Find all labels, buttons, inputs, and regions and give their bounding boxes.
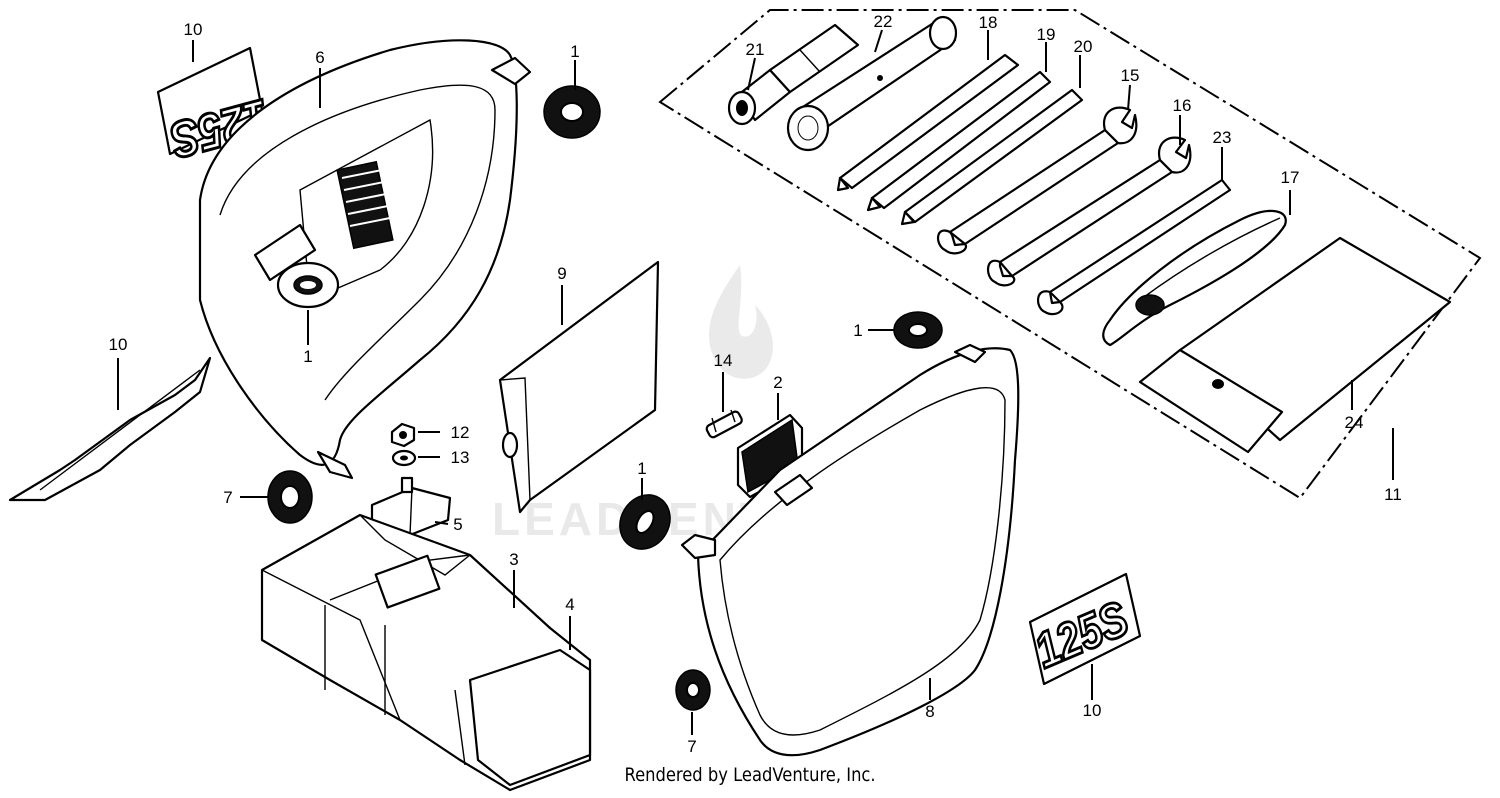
callout-14: 14 xyxy=(714,351,733,370)
callout-7-bottom: 7 xyxy=(687,737,696,756)
grommet-top xyxy=(543,85,601,139)
washer-13 xyxy=(391,449,417,467)
callout-13: 13 xyxy=(451,448,470,467)
callout-22: 22 xyxy=(874,12,893,31)
battery-case xyxy=(260,513,592,792)
callout-9: 9 xyxy=(557,264,566,283)
nut-12 xyxy=(390,422,416,448)
socket-wrench-21 xyxy=(727,23,860,126)
screwdriver-19 xyxy=(866,70,1052,212)
callout-23: 23 xyxy=(1213,128,1232,147)
callout-11: 11 xyxy=(1384,485,1402,504)
fuse xyxy=(705,409,743,439)
callout-1-right: 1 xyxy=(853,321,862,340)
callout-5: 5 xyxy=(453,515,462,534)
grommet-right xyxy=(893,311,943,349)
callout-3: 3 xyxy=(509,550,518,569)
callout-15: 15 xyxy=(1121,66,1140,85)
tool-kit-boundary xyxy=(658,9,1482,500)
callout-10-left: 10 xyxy=(109,335,128,354)
box-wrench-22 xyxy=(786,15,958,152)
wrench-16 xyxy=(987,136,1192,287)
callout-4: 4 xyxy=(565,595,574,614)
battery-bracket xyxy=(370,476,452,537)
wrench-15 xyxy=(937,106,1138,255)
leader-lines xyxy=(117,29,1394,735)
grommet-middle xyxy=(619,494,671,550)
callout-18: 18 xyxy=(979,13,998,32)
callout-labels: 10 6 1 1 10 7 12 13 5 3 4 9 14 2 1 7 1 8… xyxy=(109,12,1402,756)
callout-2: 2 xyxy=(773,373,782,392)
flame-logo xyxy=(709,265,773,379)
callout-24: 24 xyxy=(1345,413,1364,432)
callout-16: 16 xyxy=(1173,96,1192,115)
callout-20: 20 xyxy=(1074,37,1093,56)
grommet-7-bottom xyxy=(675,669,711,711)
callout-8: 8 xyxy=(925,702,934,721)
callout-21: 21 xyxy=(746,40,765,59)
pliers-17 xyxy=(1102,209,1287,347)
decal-strip-left xyxy=(8,356,212,502)
tool-bag-24 xyxy=(1138,236,1452,454)
grommet-7-left xyxy=(267,470,313,524)
callout-1-top: 1 xyxy=(570,42,579,61)
callout-17: 17 xyxy=(1281,168,1300,187)
side-cover-right xyxy=(680,343,1020,757)
callout-19: 19 xyxy=(1037,25,1056,44)
screwdriver-18 xyxy=(836,53,1020,192)
emblem-125s-bottom: 125S xyxy=(1025,572,1142,686)
callout-6: 6 xyxy=(315,48,324,67)
tool-bag xyxy=(498,260,660,514)
footer-text: Rendered by LeadVenture, Inc. xyxy=(624,764,876,786)
callout-1-middle: 1 xyxy=(637,459,646,478)
callout-12: 12 xyxy=(451,423,470,442)
callout-10-bottom: 10 xyxy=(1083,701,1102,720)
callout-1-left-cover: 1 xyxy=(303,347,312,366)
callout-7-left: 7 xyxy=(223,488,232,507)
screwdriver-20 xyxy=(900,88,1084,226)
footer-credit: Rendered by LeadVenture, Inc. xyxy=(0,764,1500,786)
wrench-23 xyxy=(1037,178,1232,316)
callout-10-top: 10 xyxy=(184,20,203,39)
side-cover-left xyxy=(198,39,532,480)
